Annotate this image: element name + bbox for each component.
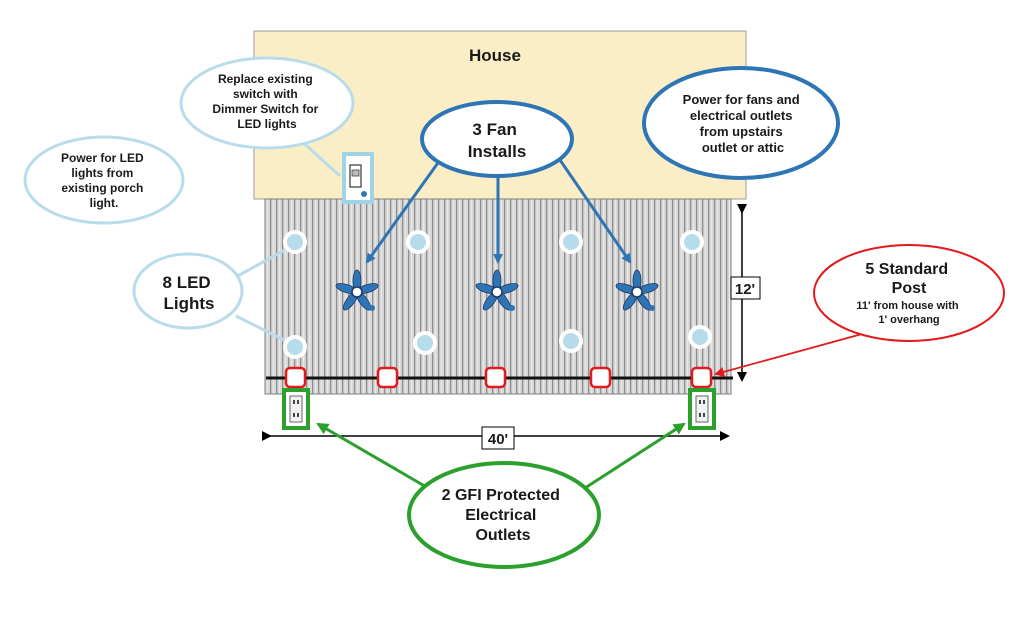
- fan-power-callout-text: Power for fans and electrical outlets fr…: [683, 92, 804, 155]
- ceiling-fan-icon: [335, 269, 379, 311]
- led-light: [559, 329, 583, 353]
- post-marker: [376, 366, 399, 389]
- posts-callout: [813, 244, 1005, 342]
- outlet-arrow: [584, 422, 686, 490]
- led-light: [283, 335, 307, 359]
- house-label: House: [469, 46, 521, 65]
- dimmer-switch-icon: [342, 152, 374, 204]
- depth-label: 12': [735, 281, 755, 298]
- depth-dimension: 12': [730, 204, 761, 382]
- led-light: [406, 230, 430, 254]
- fan-power-callout: [642, 66, 840, 180]
- fans-callout-text: 3 Fan Installs: [468, 120, 527, 161]
- connector-line: [233, 248, 286, 280]
- led-lights: [283, 230, 712, 359]
- post-arrow: [714, 333, 863, 377]
- led-light: [283, 230, 307, 254]
- connector-line: [235, 314, 285, 342]
- led-light: [688, 325, 712, 349]
- width-label: 40': [488, 431, 508, 448]
- led-light: [413, 331, 437, 355]
- outlets-callout-text: 2 GFI Protected Electrical Outlets: [442, 487, 565, 544]
- led-light: [559, 230, 583, 254]
- posts: [284, 366, 713, 389]
- post-marker: [484, 366, 507, 389]
- dimmer-callout-text: Replace existing switch with Dimmer Swit…: [212, 72, 321, 131]
- ceiling-fan-icon: [615, 269, 659, 311]
- fans-callout: [420, 100, 574, 178]
- dimmer-callout: [179, 56, 355, 150]
- led-power-callout-text: Power for LED lights from existing porch…: [61, 151, 147, 210]
- post-marker: [284, 366, 307, 389]
- post-marker: [589, 366, 612, 389]
- fan-arrow: [365, 159, 442, 264]
- ceiling-fan-icon: [475, 269, 519, 311]
- fan-arrow: [558, 159, 632, 264]
- post-marker: [690, 366, 713, 389]
- led-light: [680, 230, 704, 254]
- posts-callout-detail: 11' from house with 1' overhang: [856, 300, 961, 326]
- gfi-outlet-icon: [688, 388, 716, 430]
- led-lights-callout: [132, 252, 244, 330]
- posts-callout-title: 5 Standard Post: [865, 261, 952, 297]
- gfi-outlet-icon: [282, 388, 310, 430]
- led-lights-callout-text: 8 LED Lights: [163, 273, 216, 313]
- outlet-arrow: [316, 422, 429, 490]
- width-dimension: 40': [262, 426, 730, 450]
- led-power-callout: [23, 135, 185, 225]
- outlets-callout: [407, 461, 601, 569]
